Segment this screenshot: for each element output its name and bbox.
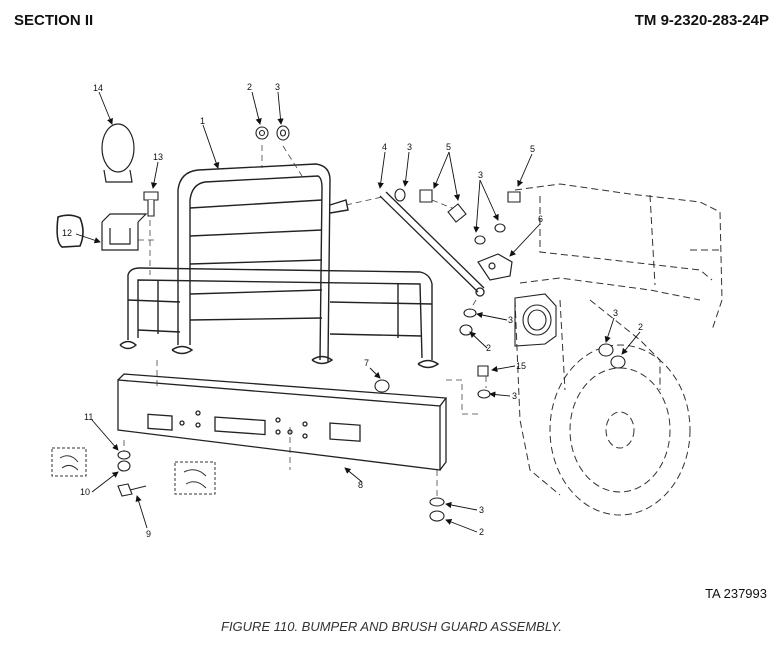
callout-13: 13	[153, 152, 163, 162]
fasteners	[117, 125, 626, 522]
callout-3: 3	[479, 505, 484, 515]
brace-rod	[379, 191, 485, 297]
ta-number: TA 237993	[705, 586, 767, 601]
reflector-plates	[51, 447, 216, 495]
callout-2: 2	[479, 527, 484, 537]
callout-2: 2	[247, 82, 252, 92]
callout-10: 10	[80, 487, 90, 497]
brace-bracket	[477, 253, 513, 281]
callout-3: 3	[613, 308, 618, 318]
tm-number: TM 9-2320-283-24P	[634, 12, 769, 29]
callout-3: 3	[407, 142, 412, 152]
callout-3: 3	[508, 315, 513, 325]
callout-14: 14	[93, 83, 103, 93]
callout-4: 4	[382, 142, 387, 152]
leader-lines	[75, 91, 641, 533]
callout-6: 6	[538, 214, 543, 224]
callout-numbers: 1 2 3 4 3 5 5 3 6 14 13 12 3 2 3 2 7 15 …	[62, 82, 643, 539]
callout-11: 11	[84, 412, 93, 422]
callout-8: 8	[358, 480, 363, 490]
callout-7: 7	[364, 358, 369, 368]
callout-3: 3	[512, 391, 517, 401]
callout-1: 1	[200, 116, 205, 126]
callout-12: 12	[62, 228, 72, 238]
alignment-lines	[123, 145, 487, 498]
callout-2: 2	[486, 343, 491, 353]
section-label: SECTION II	[14, 12, 94, 29]
figure-caption: FIGURE 110. BUMPER AND BRUSH GUARD ASSEM…	[221, 619, 562, 634]
callout-3: 3	[275, 82, 280, 92]
callout-5: 5	[530, 144, 535, 154]
callout-3: 3	[478, 170, 483, 180]
brush-guard	[119, 163, 440, 369]
side-light	[101, 123, 135, 183]
bumper	[117, 373, 448, 471]
callout-2: 2	[638, 322, 643, 332]
headlight	[514, 293, 557, 347]
mounting-bracket	[56, 213, 148, 251]
callout-9: 9	[146, 529, 151, 539]
callout-5: 5	[446, 142, 451, 152]
callout-15: 15	[516, 361, 526, 371]
truck-body-outline	[514, 183, 723, 516]
